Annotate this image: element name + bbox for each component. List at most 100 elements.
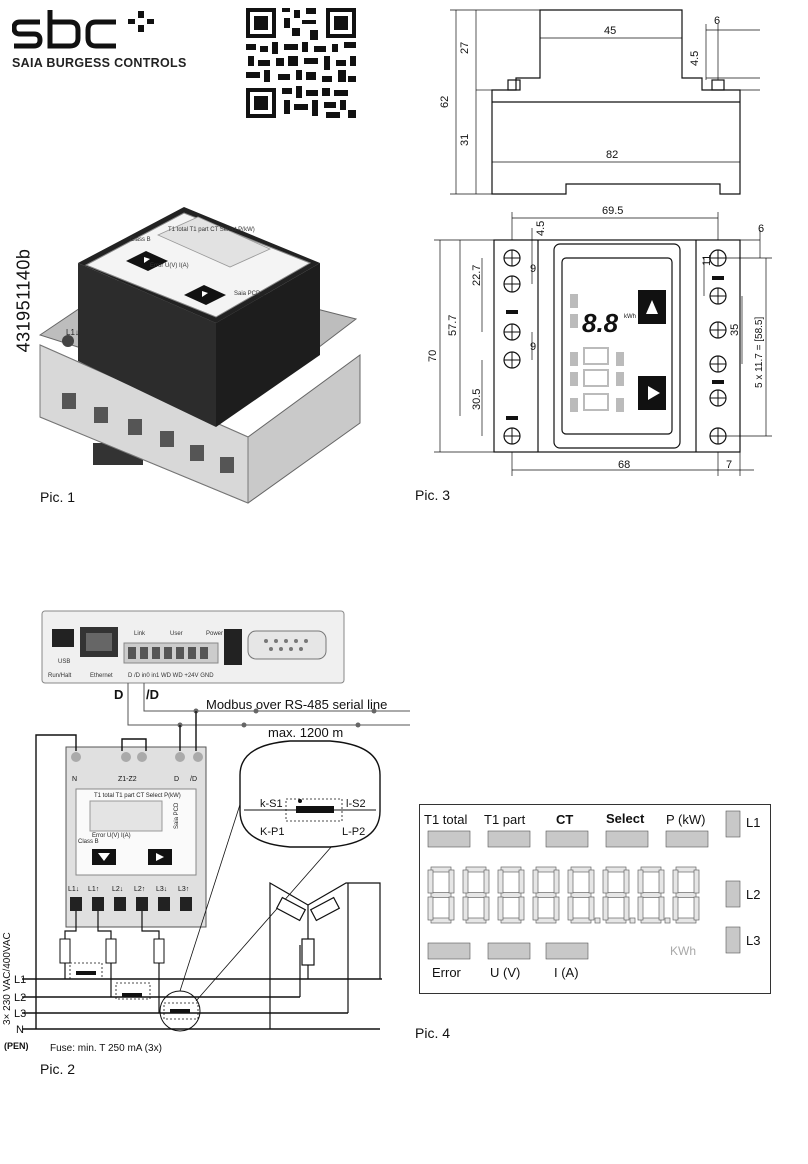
lcd-segment <box>465 866 487 873</box>
lcd-segment <box>588 896 595 921</box>
lcd-segment <box>462 869 469 894</box>
lcd-segment <box>672 896 679 921</box>
lcd-segment <box>427 896 434 921</box>
svg-text:22.7: 22.7 <box>471 265 483 286</box>
pic1-label-l1-in: L1↓ <box>66 328 79 337</box>
pic4-bottom-label-i: I (A) <box>554 965 579 980</box>
lcd-segment <box>532 869 539 894</box>
svg-text:L1↓: L1↓ <box>68 886 79 893</box>
brand-logo: SAIA BURGESS CONTROLS <box>11 8 192 78</box>
svg-text:4.5: 4.5 <box>535 221 547 236</box>
pic4-top-label-select: Select <box>606 811 645 826</box>
lcd-segment <box>605 892 627 898</box>
svg-text:Error U(V) I(A): Error U(V) I(A) <box>92 833 131 839</box>
svg-text:/D: /D <box>190 776 197 783</box>
svg-text:68: 68 <box>618 459 630 471</box>
lcd-segment <box>500 917 522 924</box>
svg-text:kWh: kWh <box>624 314 636 320</box>
svg-text:9: 9 <box>530 263 536 275</box>
svg-text:D /D in0 in1 WD WD +24V: D /D in0 in1 WD WD +24V GND <box>128 673 214 679</box>
line-l2: L2 <box>14 992 26 1004</box>
lcd-segment <box>462 896 469 921</box>
lcd-segment <box>623 869 630 894</box>
lcd-segment <box>605 917 627 924</box>
lcd-segment <box>500 866 522 873</box>
lcd-segment <box>640 866 662 873</box>
ct-l-s2: l-S2 <box>346 798 366 810</box>
lcd-segment <box>465 892 487 898</box>
pic4-phase-l2: L2 <box>746 887 760 902</box>
pic4-top-label-t1-total: T1 total <box>424 812 467 827</box>
ct-k-p1: K-P1 <box>260 826 284 838</box>
pic1-label: Pic. 1 <box>40 489 76 505</box>
pic4-top-label-t1-part: T1 part <box>484 812 526 827</box>
lcd-88: 8.8 <box>582 308 619 338</box>
svg-text:Error U(V) I(A): Error U(V) I(A) <box>150 263 189 269</box>
dim-62: 62 <box>439 96 451 108</box>
pic2-d-label: D <box>114 687 123 702</box>
lcd-segment <box>535 866 557 873</box>
lcd-segment <box>532 896 539 921</box>
pic3-label: Pic. 3 <box>415 487 451 503</box>
lcd-segment <box>675 892 697 898</box>
lcd-segment <box>535 892 557 898</box>
lcd-segment <box>518 869 525 894</box>
doc-number: 431951140b <box>13 248 34 353</box>
lcd-segment <box>570 917 592 924</box>
lcd-segment <box>588 869 595 894</box>
pic4-bottom-label-error: Error <box>432 965 462 980</box>
lcd-segment <box>430 917 452 924</box>
lcd-segment <box>637 869 644 894</box>
brand-name: SAIA BURGESS CONTROLS <box>12 56 187 70</box>
lcd-segment <box>602 896 609 921</box>
svg-text:Saia PCD: Saia PCD <box>174 802 180 829</box>
pic2-bus-label: Modbus over RS-485 serial line <box>206 697 387 712</box>
svg-text:Run/Halt: Run/Halt <box>48 673 72 679</box>
dim-82: 82 <box>606 149 618 161</box>
svg-text:11: 11 <box>701 255 713 266</box>
supply-voltage: 3× 230 VAC/400VAC <box>2 932 13 1025</box>
lcd-segment <box>570 866 592 873</box>
svg-text:Ethernet: Ethernet <box>90 673 113 679</box>
lcd-segment <box>465 917 487 924</box>
pic4-phase-l1: L1 <box>746 815 760 830</box>
lcd-decimal-point <box>664 917 671 924</box>
lcd-segment <box>605 866 627 873</box>
dim-69-5: 69.5 <box>602 205 623 217</box>
lcd-segment <box>518 896 525 921</box>
svg-text:70: 70 <box>427 350 439 362</box>
pic4-unit-kwh: KWh <box>670 944 696 958</box>
svg-text:35: 35 <box>729 324 741 336</box>
svg-text:T1 total T1 part CT Select: T1 total T1 part CT Select P(kW) <box>168 227 255 233</box>
svg-text:7: 7 <box>726 459 732 471</box>
dim-31: 31 <box>459 134 471 146</box>
lcd-segment <box>430 892 452 898</box>
lcd-segment <box>567 896 574 921</box>
lcd-segment <box>553 869 560 894</box>
lcd-segment <box>497 869 504 894</box>
lcd-segment <box>448 896 455 921</box>
svg-text:L3↑: L3↑ <box>178 886 189 893</box>
line-n: N <box>16 1024 24 1036</box>
pic4-top-label-p-kw: P (kW) <box>666 812 705 827</box>
svg-text:L1↑: L1↑ <box>88 886 99 893</box>
lcd-decimal-point <box>594 917 601 924</box>
lcd-segment <box>535 917 557 924</box>
lcd-segment <box>658 869 665 894</box>
lcd-segment <box>637 896 644 921</box>
pic4-display-svg: T1 total T1 part CT Select P (kW) L1 L2 … <box>424 810 760 980</box>
pen-label: (PEN) <box>4 1041 29 1051</box>
lcd-segment <box>497 896 504 921</box>
svg-text:N: N <box>72 776 77 783</box>
svg-text:L3↓: L3↓ <box>156 886 167 893</box>
svg-text:30.5: 30.5 <box>471 389 483 410</box>
lcd-segment <box>640 917 662 924</box>
lcd-segment <box>483 869 490 894</box>
pic4-bottom-label-u: U (V) <box>490 965 520 980</box>
lcd-segment <box>675 917 697 924</box>
lcd-segment <box>658 896 665 921</box>
pic4-top-label-ct: CT <box>556 812 573 827</box>
svg-text:Z1-Z2: Z1-Z2 <box>118 776 137 783</box>
